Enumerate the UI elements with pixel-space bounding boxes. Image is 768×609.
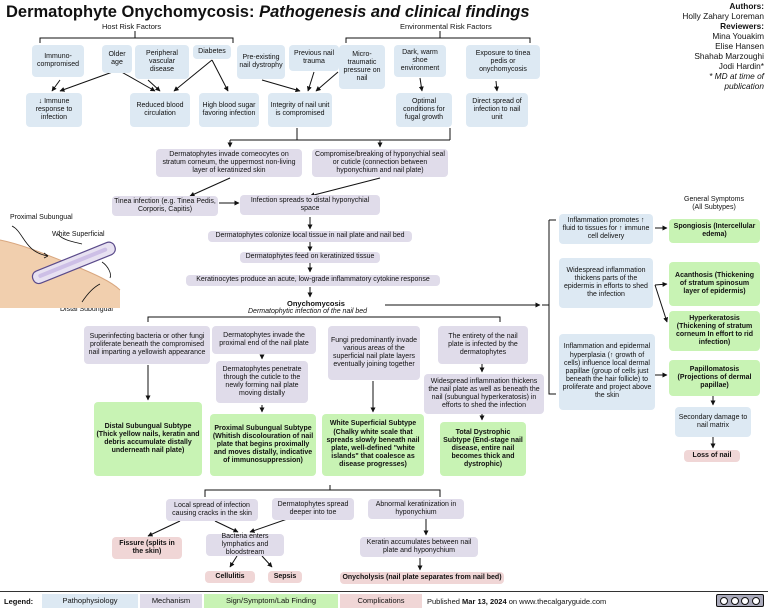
general-symptoms-header: General Symptoms (All Subtypes) bbox=[671, 196, 757, 213]
author-note: * MD at time of bbox=[709, 70, 764, 81]
node-exposure: Exposure to tinea pedis or onychomycosis bbox=[466, 45, 540, 79]
node-keratin-accumulates: Keratin accumulates between nail plate a… bbox=[360, 537, 478, 557]
onychomycosis-subtitle: Dermatophytic infection of the nail bed bbox=[248, 308, 368, 315]
label-distal-subungual: Distal Subungual bbox=[60, 306, 113, 313]
node-widespread-thickens: Widespread inflammation thickens parts o… bbox=[559, 258, 653, 308]
node-penetrate: Dermatophytes penetrate through the cuti… bbox=[216, 361, 308, 403]
node-cellulitis: Cellulitis bbox=[205, 571, 255, 583]
node-integrity-compromised: Integrity of nail unit is compromised bbox=[268, 93, 332, 127]
general-symptoms-line: General Symptoms bbox=[684, 196, 744, 203]
by-icon bbox=[730, 596, 739, 605]
label-proximal-subungual: Proximal Subungual bbox=[10, 214, 73, 221]
reviewers-label: Reviewers: bbox=[720, 20, 764, 31]
node-spread-deeper: Dermatophytes spread deeper into toe bbox=[272, 498, 354, 520]
node-onycholysis: Onycholysis (nail plate separates from n… bbox=[340, 572, 504, 584]
nail-illustration bbox=[0, 225, 121, 308]
published-info: Published Mar 13, 2024 on www.thecalgary… bbox=[427, 597, 606, 606]
node-colonize: Dermatophytes colonize local tissue in n… bbox=[208, 231, 412, 242]
node-epidermal-hyperplasia: Inflammation and epidermal hyperplasia (… bbox=[559, 334, 655, 410]
reviewer-name: Mina Youakim bbox=[712, 30, 764, 41]
general-symptoms-line: (All Subtypes) bbox=[692, 204, 736, 212]
node-sepsis: Sepsis bbox=[268, 571, 302, 583]
reviewer-name: Elise Hansen bbox=[715, 40, 764, 51]
node-preexisting-dystrophy: Pre-existing nail dystrophy bbox=[237, 45, 285, 79]
node-microtraumatic: Micro-traumatic pressure on nail bbox=[339, 45, 385, 89]
reviewer-name: Shahab Marzoughi bbox=[694, 50, 764, 61]
title-main: Dermatophyte Onychomycosis: bbox=[6, 3, 255, 21]
legend-complications: Complications bbox=[340, 594, 422, 608]
env-risk-header: Environmental Risk Factors bbox=[400, 22, 492, 31]
node-proximal-subungual: Proximal Subungual Subtype (Whitish disc… bbox=[210, 414, 316, 476]
node-invade-corneocytes: Dermatophytes invade corneocytes on stra… bbox=[156, 149, 302, 177]
node-immune-response: ↓ Immune response to infection bbox=[26, 93, 82, 127]
node-infection-spreads: Infection spreads to distal hyponychial … bbox=[240, 195, 380, 215]
reviewer-name: Jodi Hardin* bbox=[718, 60, 764, 71]
node-cytokine: Keratinocytes produce an acute, low-grad… bbox=[186, 275, 440, 286]
node-white-superficial: White Superficial Subtype (Chalky white … bbox=[322, 414, 424, 476]
node-hyponychial-seal: Compromise/breaking of hyponychial seal … bbox=[312, 149, 448, 177]
nd-icon bbox=[751, 596, 760, 605]
node-fissure: Fissure (splits in the skin) bbox=[112, 537, 182, 559]
node-older-age: Older age bbox=[102, 45, 132, 73]
node-direct-spread: Direct spread of infection to nail unit bbox=[466, 93, 528, 127]
host-risk-header: Host Risk Factors bbox=[102, 22, 162, 31]
node-distal-subungual: Distal Subungual Subtype (Thick yellow n… bbox=[94, 402, 202, 476]
published-date: Mar 13, 2024 bbox=[462, 597, 507, 606]
author-note: publication bbox=[724, 80, 764, 91]
license-badge bbox=[716, 594, 764, 607]
node-feed: Dermatophytes feed on keratinized tissue bbox=[240, 252, 380, 263]
node-optimal-conditions: Optimal conditions for fugal growth bbox=[396, 93, 452, 127]
node-acanthosis: Acanthosis (Thickening of stratum spinos… bbox=[669, 262, 760, 306]
legend-pathophysiology: Pathophysiology bbox=[42, 594, 138, 608]
published-suffix: on www.thecalgaryguide.com bbox=[506, 597, 607, 606]
node-local-spread: Local spread of infection causing cracks… bbox=[166, 499, 258, 521]
footer-divider bbox=[0, 591, 768, 592]
node-papillomatosis: Papillomatosis (Projections of dermal pa… bbox=[669, 360, 760, 396]
legend-label: Legend: bbox=[4, 597, 34, 606]
nc-icon bbox=[741, 596, 750, 605]
node-total-dystrophic: Total Dystrophic Subtype (End-stage nail… bbox=[440, 422, 526, 476]
node-bacteria-lymphatics: Bacteria enters lymphatics and bloodstre… bbox=[206, 533, 284, 556]
node-hyperkeratosis: Hyperkeratosis (Thickening of stratum co… bbox=[669, 311, 760, 351]
node-superinfecting: Superinfecting bacteria or other fungi p… bbox=[84, 326, 210, 364]
node-immunocompromised: Immuno-compromised bbox=[32, 45, 84, 77]
node-diabetes: Diabetes bbox=[193, 45, 231, 59]
label-white-superficial: White Superficial bbox=[52, 231, 105, 238]
cc-icon bbox=[720, 596, 729, 605]
node-entirety: The entirety of the nail plate is infect… bbox=[438, 326, 528, 364]
legend-sign-symptom: Sign/Symptom/Lab Finding bbox=[204, 594, 338, 608]
node-abnormal-keratinization: Abnormal keratinization in hyponychium bbox=[368, 499, 464, 519]
node-widespread-inflammation: Widespread inflammation thickens the nai… bbox=[424, 374, 544, 414]
node-shoe-environment: Dark, warm shoe environment bbox=[394, 45, 446, 77]
node-reduced-blood: Reduced blood circulation bbox=[130, 93, 190, 127]
node-loss-of-nail: Loss of nail bbox=[684, 450, 740, 462]
node-previous-trauma: Previous nail trauma bbox=[289, 45, 339, 71]
node-inflammation-promotes: Inflammation promotes ↑ fluid to tissues… bbox=[559, 214, 653, 244]
node-secondary-damage: Secondary damage to nail matrix bbox=[675, 407, 751, 437]
onychomycosis-title: Onychomycosis bbox=[287, 299, 345, 308]
node-spongiosis: Spongiosis (Intercellular edema) bbox=[669, 219, 760, 243]
node-high-sugar: High blood sugar favoring infection bbox=[199, 93, 259, 127]
published-prefix: Published bbox=[427, 597, 463, 606]
authors-block: Authors: Holly Zahary Loreman Reviewers:… bbox=[624, 1, 764, 92]
node-proximal-invade: Dermatophytes invade the proximal end of… bbox=[212, 326, 316, 354]
node-fungi-invade: Fungi predominantly invade various areas… bbox=[328, 326, 420, 380]
authors-label: Authors: bbox=[729, 1, 764, 11]
node-tinea-infection: Tinea infection (e.g. Tinea Pedis, Corpo… bbox=[112, 196, 218, 216]
legend-mechanism: Mechanism bbox=[140, 594, 202, 608]
node-pvd: Peripheral vascular disease bbox=[135, 45, 189, 79]
author-name: Holly Zahary Loreman bbox=[682, 10, 764, 21]
title-sub: Pathogenesis and clinical findings bbox=[254, 3, 530, 21]
page-title: Dermatophyte Onychomycosis: Pathogenesis… bbox=[6, 3, 530, 22]
